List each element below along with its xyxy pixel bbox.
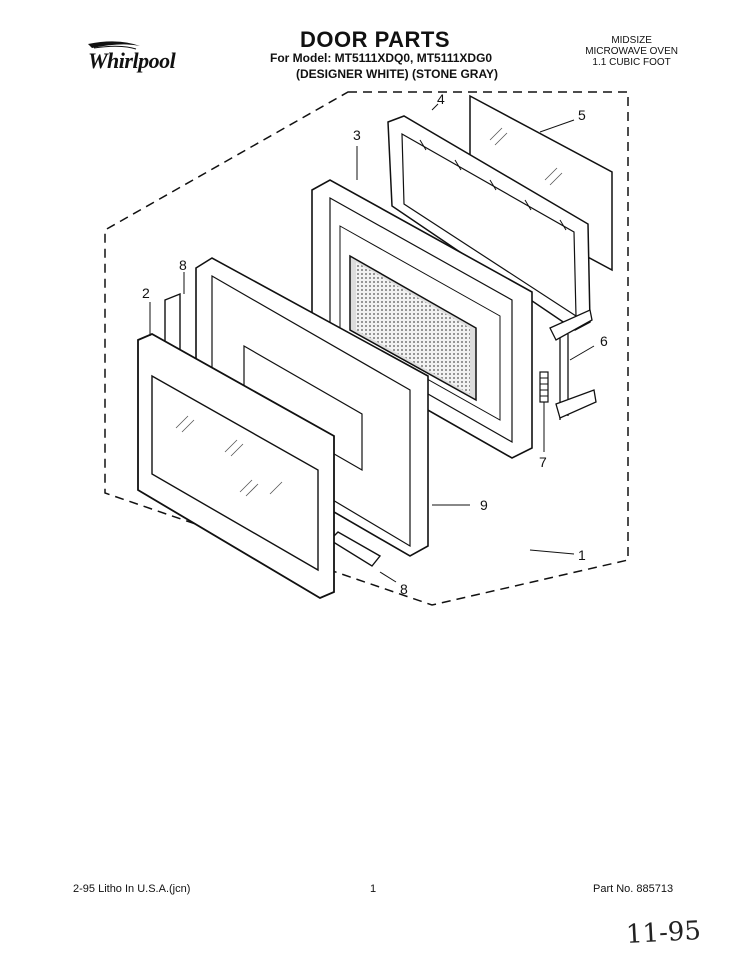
callout-label: 7 — [539, 454, 547, 470]
footer-print-info: 2-95 Litho In U.S.A.(jcn) — [73, 883, 191, 895]
callout-label: 1 — [578, 547, 586, 563]
callout-label: 2 — [142, 285, 150, 301]
logo-swoosh-icon — [88, 41, 140, 50]
part-8-bottom-strip — [328, 531, 382, 567]
footer-page-number: 1 — [370, 883, 377, 895]
spec-line: MICROWAVE OVEN — [585, 46, 678, 57]
callout-label: 3 — [353, 127, 361, 143]
callout-label: 4 — [437, 91, 445, 107]
callout-label: 6 — [600, 333, 608, 349]
part-4-inner-frame — [387, 115, 591, 331]
callout-label: 5 — [578, 107, 586, 123]
color-line: (DESIGNER WHITE) (STONE GRAY) — [296, 67, 499, 81]
page-title: DOOR PARTS — [300, 27, 451, 52]
product-spec: MIDSIZE MICROWAVE OVEN 1.1 CUBIC FOOT — [585, 35, 678, 68]
callout-label: 8 — [179, 257, 187, 273]
part-7-latch-spring — [539, 371, 549, 403]
callout-label: 8 — [400, 581, 408, 597]
part-3-choke-frame — [311, 179, 533, 459]
footer-part-number: Part No. 885713 — [593, 883, 674, 895]
whirlpool-logo: Whirlpool — [78, 38, 196, 74]
assembly-outline — [104, 91, 629, 606]
brand-name: Whirlpool — [88, 48, 176, 73]
model-line: For Model: MT5111XDQ0, MT5111XDG0 — [270, 51, 493, 65]
callout-label: 9 — [480, 497, 488, 513]
part-6-door-latch — [549, 309, 597, 420]
part-2-outer-door — [137, 332, 335, 600]
handwritten-date: 11-95 — [625, 916, 702, 950]
spec-line: MIDSIZE — [611, 35, 652, 46]
spec-line: 1.1 CUBIC FOOT — [592, 57, 671, 68]
